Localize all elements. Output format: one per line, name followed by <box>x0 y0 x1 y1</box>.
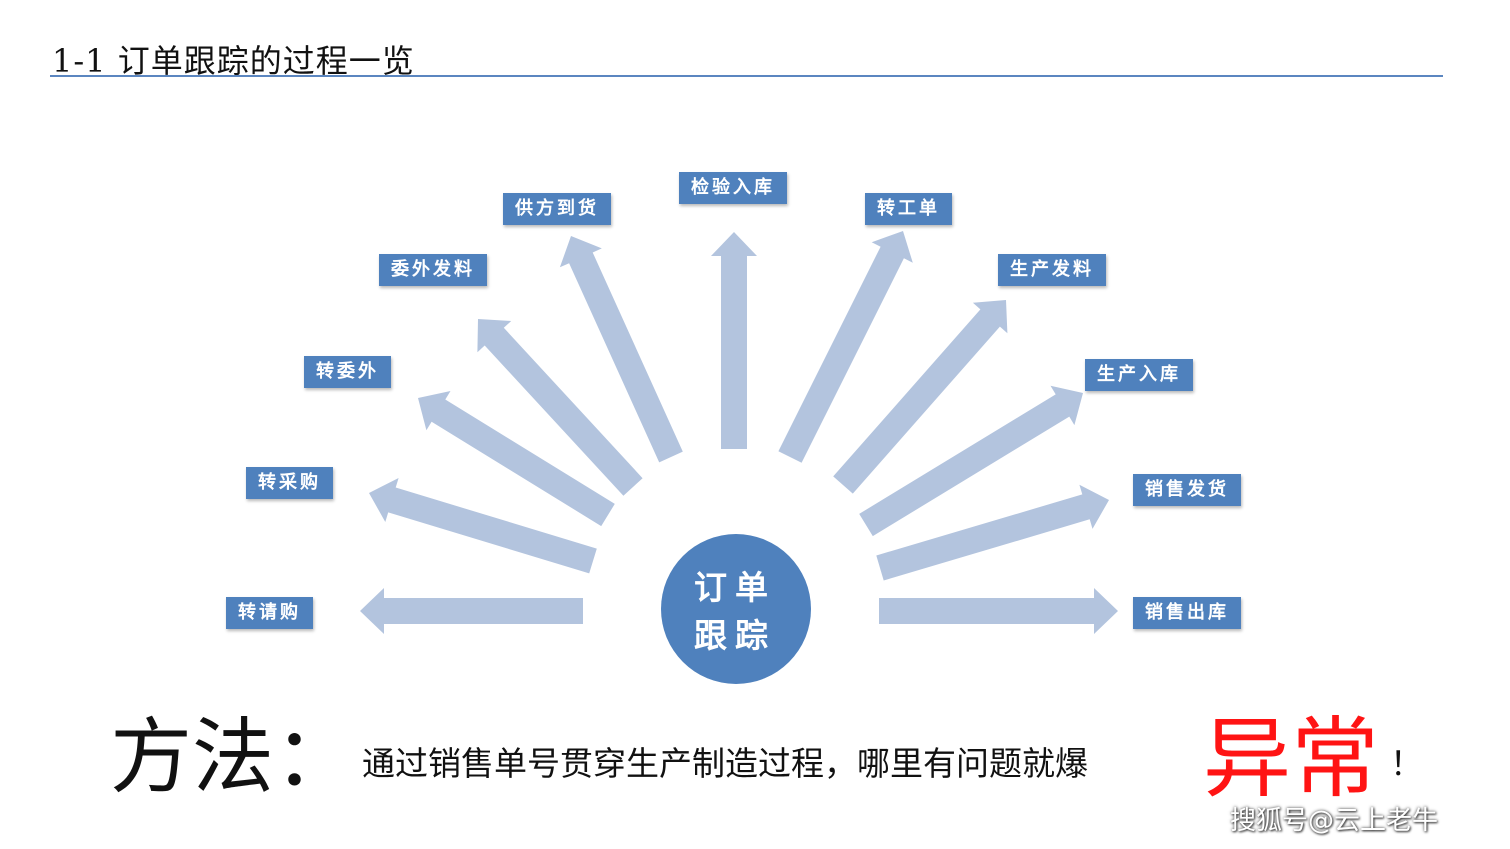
step-purchase: 转采购 <box>246 467 333 499</box>
arrow-7 <box>833 300 1008 494</box>
step-inspection-stock-in: 检验入库 <box>679 172 787 204</box>
center-circle <box>661 534 811 684</box>
arrow-2 <box>418 391 615 527</box>
title-underline <box>50 75 1443 77</box>
center-label-line1: 订单 <box>694 568 776 607</box>
anomaly-highlight: 异常 <box>1203 707 1380 810</box>
step-outsource-material: 委外发料 <box>379 254 487 286</box>
center-label: 订单 跟踪 <box>660 542 810 682</box>
watermark: 搜狐号@云上老牛 <box>1230 806 1439 836</box>
step-sales-shipment: 销售发货 <box>1133 474 1241 506</box>
method-description: 通过销售单号贯穿生产制造过程，哪里有问题就爆 <box>362 744 1088 783</box>
step-sales-outbound: 销售出库 <box>1133 597 1241 629</box>
arrow-8 <box>859 385 1083 537</box>
arrow-5 <box>711 232 757 449</box>
arrow-0 <box>360 588 583 634</box>
arrow-3 <box>477 319 643 496</box>
arrow-4 <box>559 236 683 463</box>
exclamation-mark: ！ <box>1390 744 1423 783</box>
step-outsource: 转委外 <box>304 356 391 388</box>
step-work-order: 转工单 <box>865 193 952 225</box>
step-production-material: 生产发料 <box>998 254 1106 286</box>
center-label-line2: 跟踪 <box>694 616 776 655</box>
arrow-9 <box>876 484 1109 581</box>
step-supplier-arrival: 供方到货 <box>503 193 611 225</box>
step-production-stock-in: 生产入库 <box>1085 359 1193 391</box>
step-request-purchase: 转请购 <box>226 597 313 629</box>
arrow-1 <box>369 478 597 574</box>
arrow-6 <box>778 231 913 463</box>
method-label: 方法： <box>110 710 357 805</box>
arrow-10 <box>879 588 1118 634</box>
arrow-group <box>360 231 1118 634</box>
page-title: 1-1 订单跟踪的过程一览 <box>52 42 415 80</box>
